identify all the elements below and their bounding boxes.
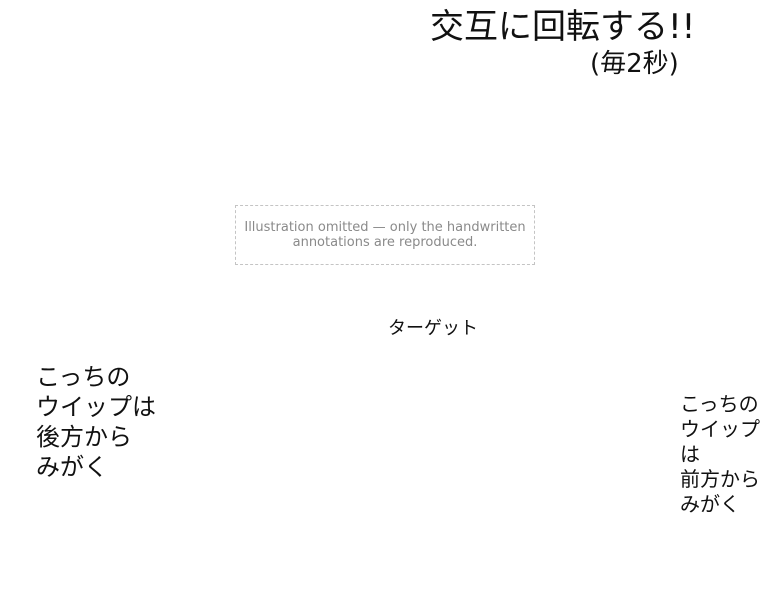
omitted-illustration-placeholder: Illustration omitted — only the handwrit… [235, 205, 535, 265]
right-side-note: こっちの ウイップは 前方から みがく [680, 392, 760, 516]
target-label: ターゲット [388, 318, 478, 339]
timing-annotation: (毎2秒) [590, 49, 679, 79]
left-side-note: こっちの ウイップは 後方から みがく [36, 363, 156, 481]
headline-annotation: 交互に回転する!! [430, 7, 696, 47]
